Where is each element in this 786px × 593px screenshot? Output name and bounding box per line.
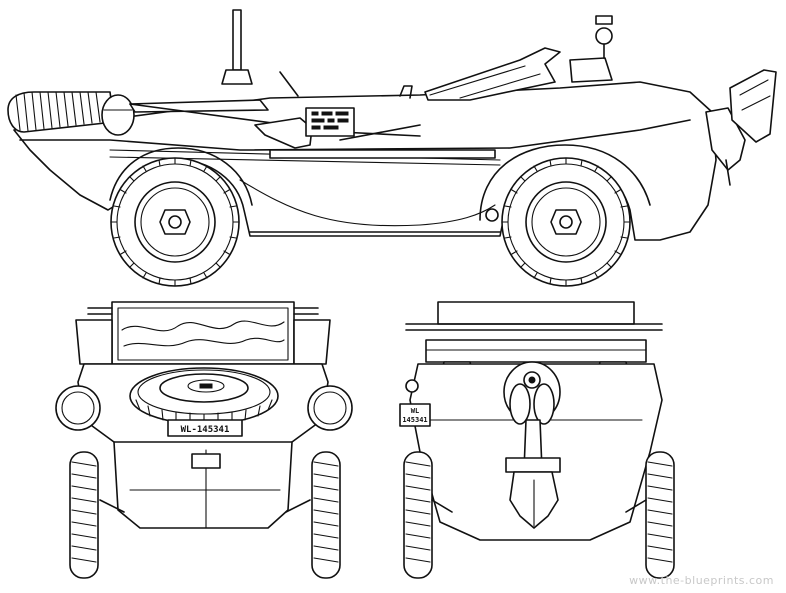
watermark-text: www.the-blueprints.com — [629, 574, 774, 587]
side-tow-eye — [485, 208, 499, 222]
rear-plate-line2: 145341 — [402, 416, 427, 424]
rear-axle-arms — [431, 499, 647, 513]
front-canvas-folds — [121, 320, 285, 347]
side-headlight — [101, 94, 135, 136]
side-spare-tread — [15, 91, 101, 132]
side-propeller-blade — [729, 69, 777, 143]
front-view: WL-145341 — [55, 301, 353, 579]
side-axe-handle — [339, 124, 421, 141]
front-axle-arms — [99, 499, 311, 513]
rear-top-rack — [437, 301, 635, 325]
front-windscreen-glass — [117, 307, 289, 361]
side-rear-wheel — [501, 157, 631, 287]
rear-right-wheel — [645, 451, 675, 579]
front-plate-text: WL-145341 — [181, 425, 230, 435]
rear-view: WL 145341 — [399, 301, 675, 579]
side-prop-shaft — [725, 159, 731, 186]
rear-cross-member — [425, 339, 647, 363]
side-lamp-cap — [595, 15, 613, 25]
side-data-panel-marks — [311, 111, 349, 130]
side-chine-line — [19, 119, 691, 151]
front-right-headlight-lens — [313, 391, 347, 425]
front-right-headlight — [307, 385, 353, 431]
side-steering-column — [279, 71, 299, 97]
front-right-wheel — [311, 451, 341, 579]
rear-license-plate — [399, 403, 431, 427]
side-antenna-mast — [232, 9, 242, 71]
front-left-headlight — [55, 385, 101, 431]
side-seat-slats — [429, 65, 541, 99]
side-rear-fender — [479, 144, 651, 221]
front-license-plate — [167, 419, 243, 437]
side-view — [7, 9, 777, 287]
side-front-tread — [110, 157, 240, 287]
rear-prop-bracket — [505, 457, 561, 473]
front-spare-wheel — [129, 367, 279, 425]
front-left-wheel — [69, 451, 99, 579]
front-left-headlight-lens — [61, 391, 95, 425]
rear-left-wheel — [403, 451, 433, 579]
side-shovel — [254, 117, 313, 149]
side-convoy-lamp — [595, 27, 613, 45]
side-front-fender — [109, 147, 253, 206]
side-propeller-ribs — [739, 79, 771, 111]
rear-propeller — [503, 361, 561, 425]
rear-rack-rail — [405, 323, 663, 331]
front-tow-hook — [191, 453, 221, 469]
side-running-board — [269, 149, 496, 159]
front-lower-hull — [113, 441, 293, 529]
front-top-rail — [87, 307, 319, 315]
rear-tail-light — [405, 379, 419, 393]
side-rear-seat — [424, 47, 561, 101]
side-rear-tread — [501, 157, 631, 287]
front-right-post — [293, 319, 331, 365]
side-front-seat — [399, 85, 413, 99]
side-hull-crease — [239, 179, 496, 227]
rear-plate-line1: WL — [411, 407, 419, 415]
front-left-post — [75, 319, 113, 365]
side-antenna-base — [221, 69, 253, 85]
side-front-wheel — [110, 157, 240, 287]
side-engine-deck — [569, 57, 613, 83]
front-windscreen-frame — [111, 301, 295, 365]
